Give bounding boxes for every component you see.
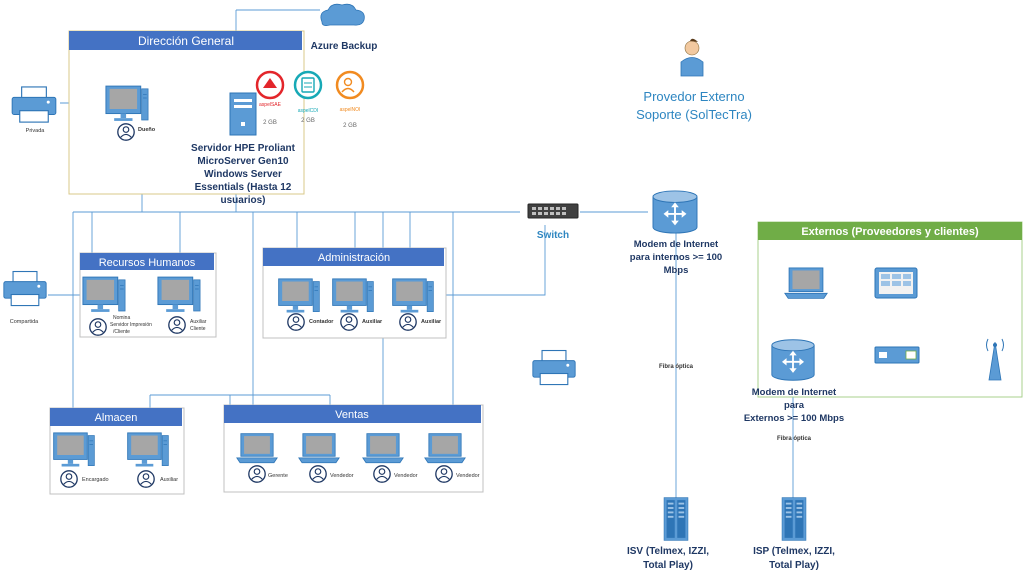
azure-cloud-icon [320,3,365,26]
svg-text:ISP (Telmex, IZZI,: ISP (Telmex, IZZI, [753,546,835,557]
svg-text:Provedor Externo: Provedor Externo [643,89,744,104]
person-icon [680,38,704,77]
svg-text:Servidor HPE Proliant: Servidor HPE Proliant [191,143,296,154]
server-label: Servidor HPE Proliant MicroServer Gen10 … [191,143,296,206]
svg-text:Auxiliar: Auxiliar [190,319,207,325]
svg-text:Servidor Impresión: Servidor Impresión [110,322,152,328]
antenna-icon [986,338,1004,381]
user-icon [248,465,266,483]
laptop-icon [362,433,404,464]
externos-title: Externos (Proveedores y clientes) [801,226,979,238]
printer-icon [11,86,57,123]
printer-icon [3,270,47,307]
svg-text:Modem de Internet: Modem de Internet [634,239,719,250]
vendedor-label-2: Vendedor [394,473,418,479]
laptop-icon [236,433,278,464]
azure-label: Azure Backup [311,41,378,52]
user-icon [309,465,327,483]
privada-label: Privada [26,128,46,134]
svg-text:ISV (Telmex, IZZI,: ISV (Telmex, IZZI, [627,546,709,557]
proveedor-label: Provedor Externo Soporte (SolTecTra) [636,89,752,122]
isp-label: ISP (Telmex, IZZI, Total Play) [753,546,835,571]
tablet-icon [874,267,918,299]
svg-text:Nomina: Nomina [113,315,130,321]
ventas-title: Ventas [335,409,369,421]
svg-text:Soporte (SolTecTra): Soporte (SolTecTra) [636,107,752,122]
auxiliar-label-2: Auxiliar [421,319,442,325]
user-icon [373,465,391,483]
modem-internal-label: Modem de Internet para internos >= 100 M… [630,239,722,276]
user-icon [89,318,107,336]
aspel-noi-icon: aspelNOI [335,70,365,113]
switch-icon [527,203,579,219]
compartida-label: Compartida [10,319,39,325]
encargado-label: Encargado [82,477,109,483]
modem-icon [652,190,698,234]
svg-text:para internos >= 100: para internos >= 100 [630,252,722,263]
printer-icon [532,349,576,386]
aspel-cdi-icon: aspelCDI [293,70,323,114]
aspel-sae-icon: aspelSAE [255,70,285,108]
laptop-icon [424,433,466,464]
svg-text:Mbps: Mbps [664,265,689,276]
server-icon [229,92,257,136]
fibra-label-1: Fibra óptica [659,364,694,370]
fibra-label-2: Fibra óptica [777,436,812,442]
dueno-label: Dueño [138,127,156,133]
vendedor-label-3: Vendedor [456,473,480,479]
auxiliar-label-3: Auxiliar [160,477,178,483]
svg-text:Total Play): Total Play) [643,560,693,571]
switch-label: Switch [537,230,569,241]
user-icon [340,313,358,331]
svg-text:para: para [784,400,805,411]
rh-user1-label: Nomina Servidor Impresión /Cliente [110,315,152,335]
svg-text:Total Play): Total Play) [769,560,819,571]
vendedor-label-1: Vendedor [330,473,354,479]
user-icon [60,470,78,488]
gerente-label: Gerente [268,473,288,479]
svg-text:Externos >= 100 Mbps: Externos >= 100 Mbps [744,413,844,424]
laptop-icon [298,433,340,464]
user-icon [137,470,155,488]
auxiliar-label: Auxiliar [362,319,383,325]
user-icon [287,313,305,331]
user-icon [117,123,135,141]
noi-brand: aspelNOI [340,107,361,113]
svg-text:Windows Server: Windows Server [204,169,282,180]
sae-size: 2 GB [263,120,277,126]
server-rack-icon [663,497,689,541]
sae-brand: aspelSAE [259,102,282,108]
user-icon [399,313,417,331]
rh-title: Recursos Humanos [99,257,196,269]
admin-title: Administración [318,252,390,264]
noi-size: 2 GB [343,123,357,129]
svg-text:Modem de Internet: Modem de Internet [752,387,837,398]
user-icon [168,316,186,334]
svg-text:Essentials (Hasta 12: Essentials (Hasta 12 [195,182,292,193]
modem-icon [770,338,816,382]
server-rack-icon [781,497,807,541]
contador-label: Contador [309,319,334,325]
user-icon [435,465,453,483]
rh-user2-label: Auxiliar Cliente [190,319,207,332]
cdi-size: 2 GB [301,118,315,124]
isv-label: ISV (Telmex, IZZI, Total Play) [627,546,709,571]
svg-text:/Cliente: /Cliente [113,329,130,335]
svg-text:usuarios): usuarios) [220,195,265,206]
router-icon [874,346,920,364]
svg-text:MicroServer Gen10: MicroServer Gen10 [197,156,289,167]
modem-external-label: Modem de Internet para Externos >= 100 M… [744,387,844,424]
direccion-title: Dirección General [138,34,234,48]
laptop-icon [784,267,828,299]
almacen-title: Almacen [95,412,138,424]
svg-text:Cliente: Cliente [190,326,206,332]
cdi-brand: aspelCDI [298,108,319,114]
